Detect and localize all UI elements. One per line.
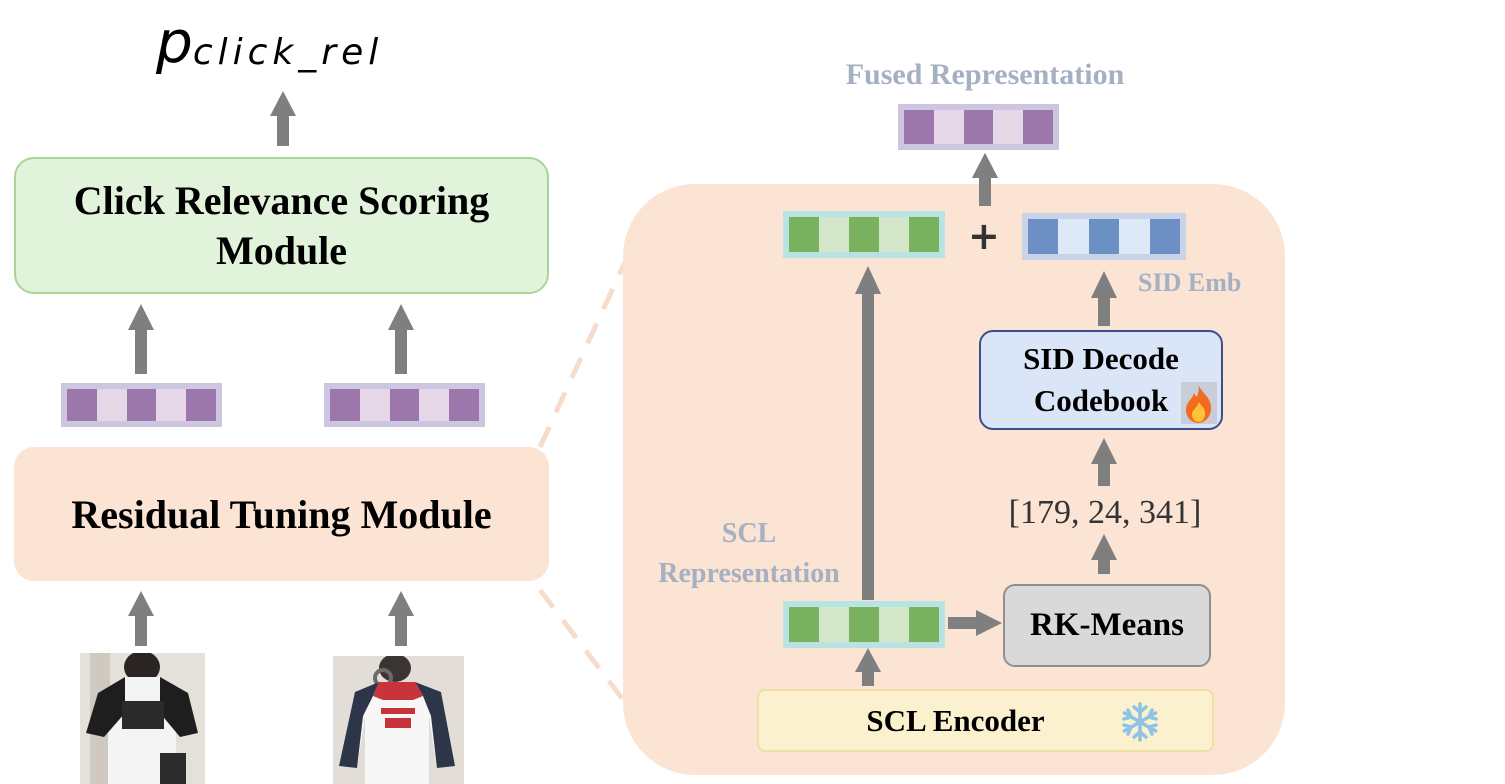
fire-icon bbox=[1181, 382, 1217, 424]
arrow-up bbox=[388, 591, 414, 646]
embedding-vector bbox=[324, 383, 485, 427]
residual-tuning-detail-panel bbox=[623, 184, 1285, 775]
fused-representation-label: Fused Representation bbox=[845, 58, 1125, 91]
arrow-up bbox=[388, 304, 414, 374]
residual-tuning-module: Residual Tuning Module bbox=[14, 447, 549, 581]
sid-embedding-vector bbox=[1022, 213, 1186, 260]
product-image-tshirt-1 bbox=[80, 653, 205, 784]
fused-representation-vector bbox=[898, 104, 1059, 150]
arrow-up bbox=[128, 591, 154, 646]
arrow-right bbox=[948, 610, 1002, 636]
arrow-up bbox=[1091, 534, 1117, 574]
arrow-up bbox=[855, 648, 881, 686]
zoom-connector bbox=[538, 588, 642, 724]
snowflake-icon bbox=[1119, 701, 1161, 743]
sid-emb-label: SID Emb bbox=[1138, 268, 1242, 297]
arrow-up bbox=[128, 304, 154, 374]
product-image-tshirt-2 bbox=[333, 656, 464, 784]
scl-encoder-module: SCL Encoder bbox=[757, 689, 1214, 752]
plus-operator: + bbox=[968, 214, 1000, 258]
sid-decode-codebook-module: SID Decode Codebook bbox=[979, 330, 1223, 430]
scl-representation-vector bbox=[783, 601, 945, 648]
arrow-up bbox=[1091, 271, 1117, 326]
arrow-up bbox=[1091, 438, 1117, 486]
arrow-up bbox=[972, 153, 998, 206]
arrow-up bbox=[270, 91, 296, 146]
scl-representation-label: SCL Representation bbox=[658, 518, 840, 589]
zoom-connector bbox=[537, 234, 640, 449]
arrow-up bbox=[855, 266, 881, 600]
embedding-vector bbox=[61, 383, 222, 427]
click-relevance-scoring-module: Click Relevance Scoring Module bbox=[14, 157, 549, 294]
sid-token-ids: [179, 24, 341] bbox=[1008, 494, 1202, 531]
scl-representation-vector-top bbox=[783, 211, 945, 258]
output-probability-label: pclick_rel bbox=[156, 8, 384, 76]
rk-means-module: RK-Means bbox=[1003, 584, 1211, 667]
